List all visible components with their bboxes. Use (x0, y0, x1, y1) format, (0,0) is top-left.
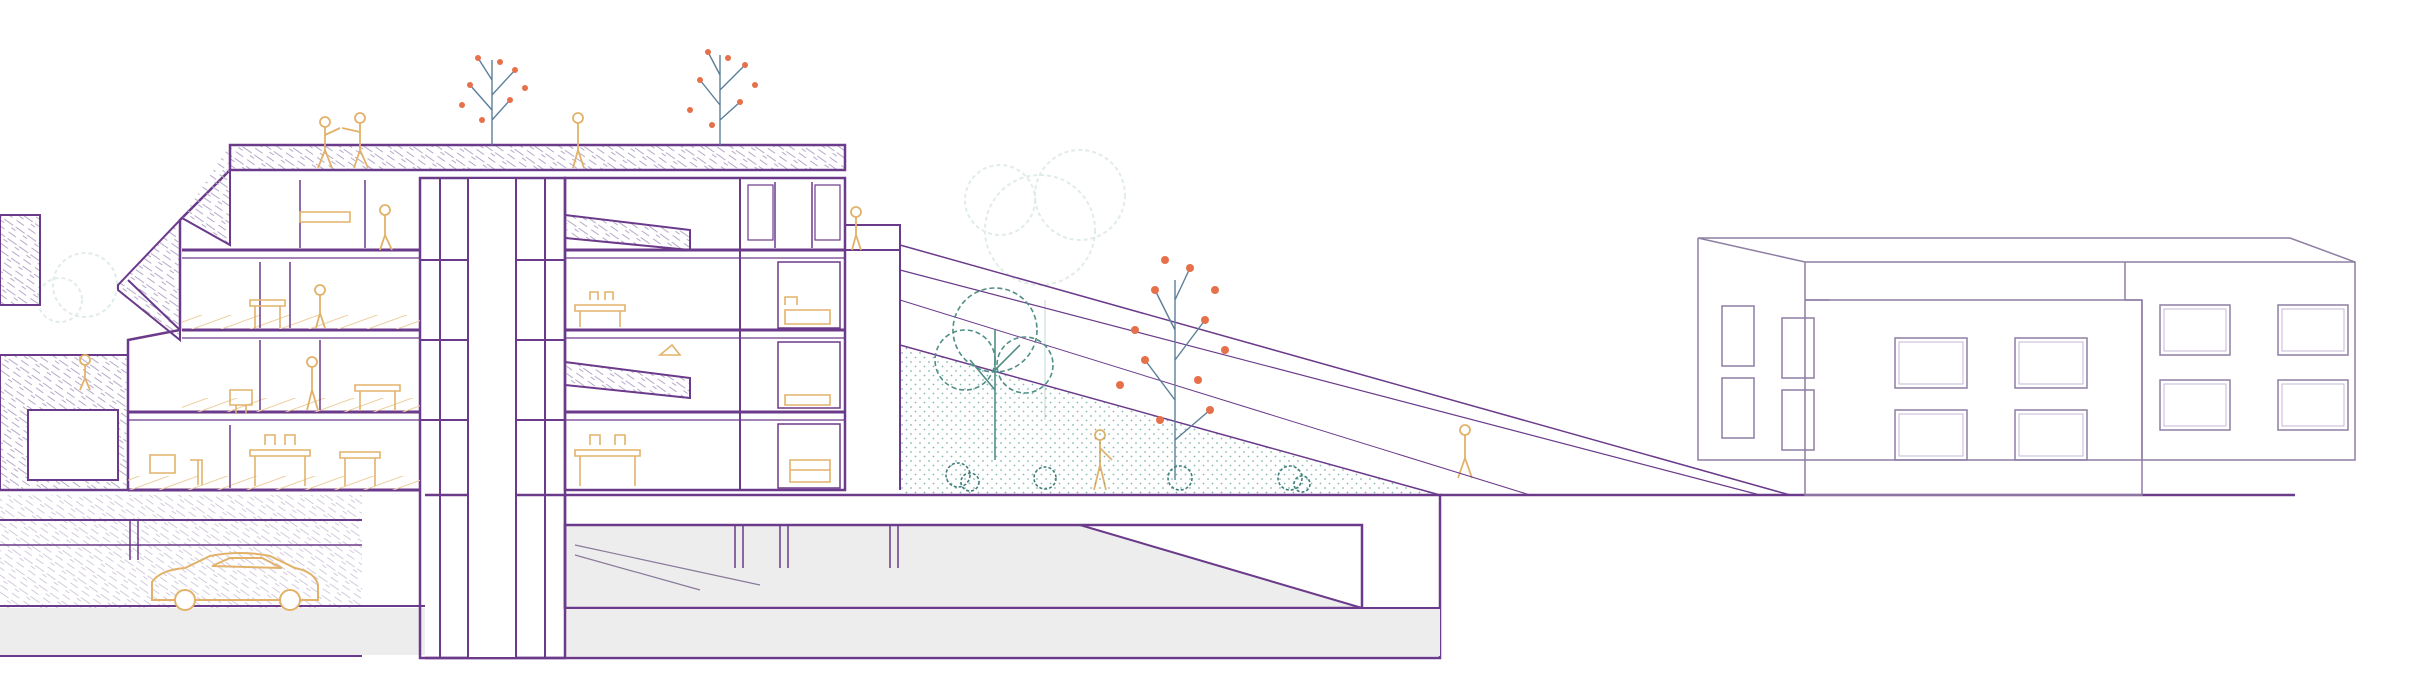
person-icon (314, 284, 326, 329)
shrubs (945, 462, 1311, 493)
shrub-icon (1167, 465, 1193, 491)
person-icon (1457, 424, 1473, 479)
sloped-garden (899, 244, 1791, 496)
tree-icon (1144, 267, 1211, 480)
furniture (149, 211, 831, 486)
tree-icon (37, 252, 118, 323)
tree-icon (699, 51, 746, 145)
neighbor-building-inner-frame (1898, 308, 2345, 457)
shrub-icon (1033, 466, 1057, 490)
blossoms (1116, 256, 1229, 424)
garden-tree-blossom (1116, 256, 1229, 480)
apartment-building (0, 143, 901, 492)
shrub-icon (1277, 465, 1311, 493)
person-icon (572, 112, 585, 169)
blossoms (459, 49, 758, 128)
basement-garage (0, 493, 1442, 660)
person-icon (306, 356, 319, 411)
person-icon (79, 354, 91, 391)
shrub-icon (945, 462, 980, 492)
car-icon (151, 552, 319, 611)
tree-icon (469, 57, 516, 145)
person-icon (317, 116, 341, 169)
roof-trees (459, 49, 758, 145)
person-icon (341, 112, 369, 169)
garden-tree-teal (934, 287, 1054, 460)
person-icon (379, 204, 393, 251)
person-icon (850, 206, 862, 251)
elevator-core (418, 176, 567, 660)
neighbor-building (1697, 237, 2356, 496)
tree-icon (934, 287, 1054, 460)
